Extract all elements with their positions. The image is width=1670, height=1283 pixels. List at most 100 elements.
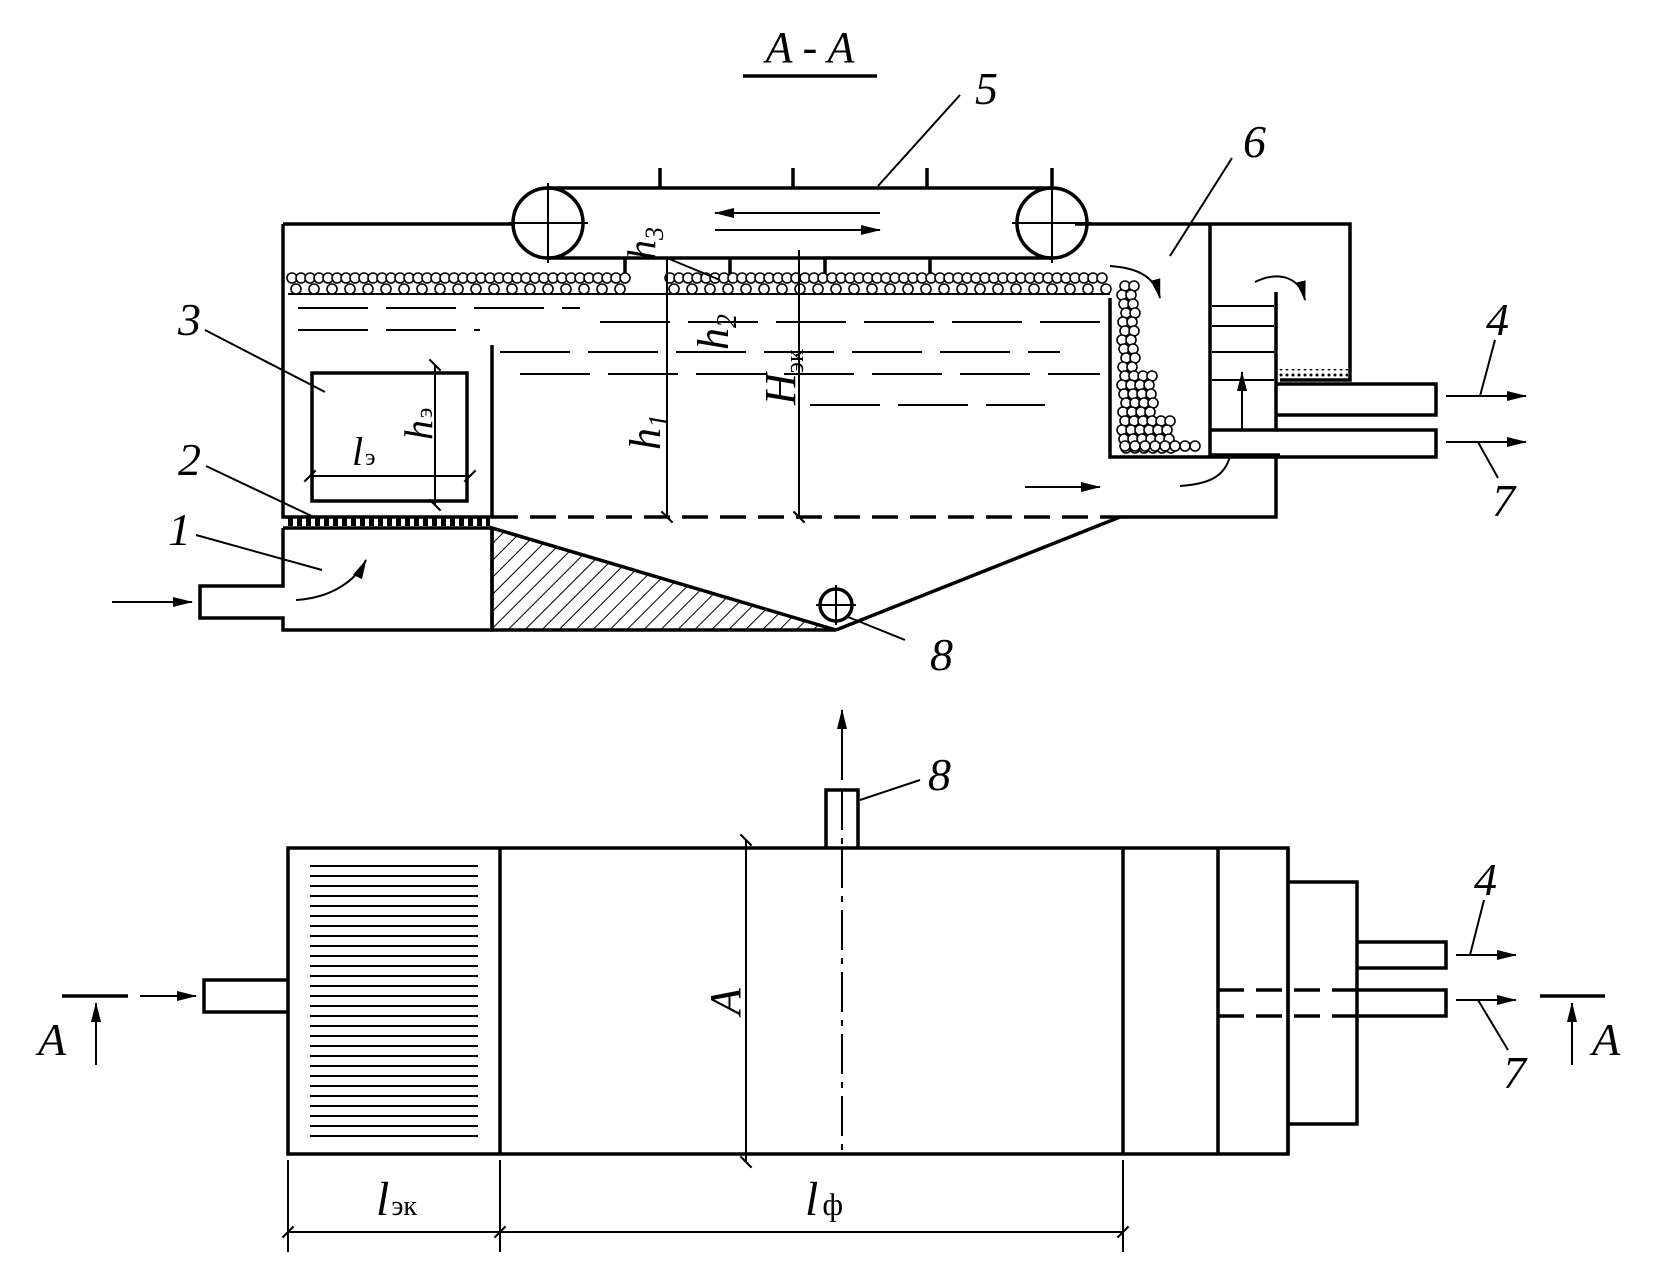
- foam-bubble: [560, 283, 572, 295]
- svg-text:h1: h1: [621, 414, 675, 450]
- dim-h1: h1: [621, 414, 675, 450]
- label-4-plan: 4: [1474, 854, 1497, 905]
- dim-l-e: lэ: [352, 429, 375, 474]
- foam-bubble: [1169, 440, 1181, 452]
- foam-bubble: [1046, 283, 1058, 295]
- foam-bubble: [1100, 283, 1112, 295]
- dim-width-label: A: [701, 987, 750, 1018]
- foam-bubble: [668, 283, 680, 295]
- sediment-hatch: [490, 525, 837, 632]
- foam-bubble: [434, 283, 446, 295]
- foam-bubble: [506, 283, 518, 295]
- foam-bubble: [1119, 440, 1131, 452]
- foam-bubble: [686, 283, 698, 295]
- inlet-pipe-plan: [202, 978, 288, 1014]
- foam-bubble: [470, 283, 482, 295]
- section-title: A - A: [743, 23, 877, 78]
- foam-bubble: [578, 283, 590, 295]
- leader-line: [205, 465, 321, 521]
- foam-bubble: [326, 283, 338, 295]
- chute-inner-wall: [1208, 224, 1280, 457]
- foam-bubble: [956, 283, 968, 295]
- leader-line: [847, 616, 906, 641]
- svg-text:Hэк: Hэк: [756, 349, 809, 406]
- foam-bubble: [884, 283, 896, 295]
- foam-bubble: [1028, 283, 1040, 295]
- dimension-lines: [303, 250, 806, 524]
- overflow-wall: [1108, 298, 1210, 459]
- leader-line: [877, 94, 961, 187]
- leader-line: [1477, 441, 1499, 479]
- label-7-plan: 7: [1503, 1047, 1528, 1098]
- leader-line: [204, 329, 326, 393]
- section-mark-right: A: [1540, 994, 1621, 1065]
- foam-bubble: [776, 283, 788, 295]
- foam-bubble: [1010, 283, 1022, 295]
- svg-text:lф: lф: [805, 1173, 843, 1226]
- outlet-pipe-4-plan: [1357, 940, 1448, 970]
- curved-flow-arrow: [1109, 265, 1161, 299]
- foam-bubble: [992, 283, 1004, 295]
- svg-text:A: A: [701, 987, 750, 1018]
- foam-bubble: [938, 283, 950, 295]
- foam-bubble: [740, 283, 752, 295]
- foam-bubble: [542, 283, 554, 295]
- dim-h3: h3: [619, 227, 669, 260]
- hopper-wall: [835, 515, 1121, 632]
- label-7: 7: [1492, 475, 1517, 526]
- label-6: 6: [1243, 116, 1266, 167]
- foam-bubble: [758, 283, 770, 295]
- foam-bubble: [830, 283, 842, 295]
- chute-outer-wall: [1210, 222, 1352, 382]
- dim-H-ek: Hэк: [756, 349, 809, 406]
- plan-outline: [286, 846, 1290, 1156]
- foam-bubble: [1096, 272, 1108, 284]
- curved-flow-arrow: [1254, 275, 1306, 301]
- foam-bubble: [308, 283, 320, 295]
- svg-text:h3: h3: [619, 227, 669, 260]
- outlet-pipe-7: [1276, 428, 1438, 459]
- svg-text:hэ: hэ: [396, 408, 441, 440]
- foam-bubble: [1129, 440, 1141, 452]
- foam-bubble: [380, 283, 392, 295]
- svg-text:h2: h2: [689, 314, 743, 350]
- foam-bubble: [619, 272, 631, 284]
- foam-bubble: [974, 283, 986, 295]
- foam-bubble: [362, 283, 374, 295]
- label-8: 8: [930, 629, 953, 680]
- aeration-element: [310, 371, 469, 503]
- leader-line: [195, 534, 323, 571]
- svg-text:lэ: lэ: [352, 429, 375, 474]
- inlet-chamber: [198, 528, 494, 632]
- foam-layer: [286, 272, 1201, 454]
- dim-l-ek: lэк: [376, 1173, 417, 1226]
- dim-h-e: hэ: [396, 408, 441, 440]
- tank-right-wall: [1115, 455, 1278, 519]
- foam-bubble: [722, 283, 734, 295]
- grate: [285, 517, 490, 526]
- label-5: 5: [975, 63, 998, 114]
- label-8-plan: 8: [928, 749, 951, 800]
- outlet-box-plan: [1288, 880, 1359, 1126]
- plan-view: 4 7 8 A A A: [35, 709, 1621, 1252]
- grate-plan: [310, 865, 478, 1137]
- label-2: 2: [178, 434, 201, 485]
- foam-bubble: [1179, 440, 1191, 452]
- receiver-sediment: [1278, 369, 1348, 379]
- leader-line: [1169, 157, 1233, 257]
- foam-bubble: [416, 283, 428, 295]
- section-mark-left: A: [35, 994, 128, 1065]
- section-view: 5 6 3 2 1 8 4 7 lэ hэ h1 h2 h3 Hэк: [112, 63, 1527, 680]
- foam-bubble: [290, 283, 302, 295]
- section-title-text: A - A: [763, 23, 856, 72]
- outlet-pipe-4: [1276, 382, 1438, 417]
- foam-bubble: [596, 283, 608, 295]
- foam-bubble: [344, 283, 356, 295]
- tank-outline-left: [281, 224, 492, 519]
- label-1: 1: [168, 504, 191, 555]
- foam-bubble: [1149, 440, 1161, 452]
- foam-bubble: [488, 283, 500, 295]
